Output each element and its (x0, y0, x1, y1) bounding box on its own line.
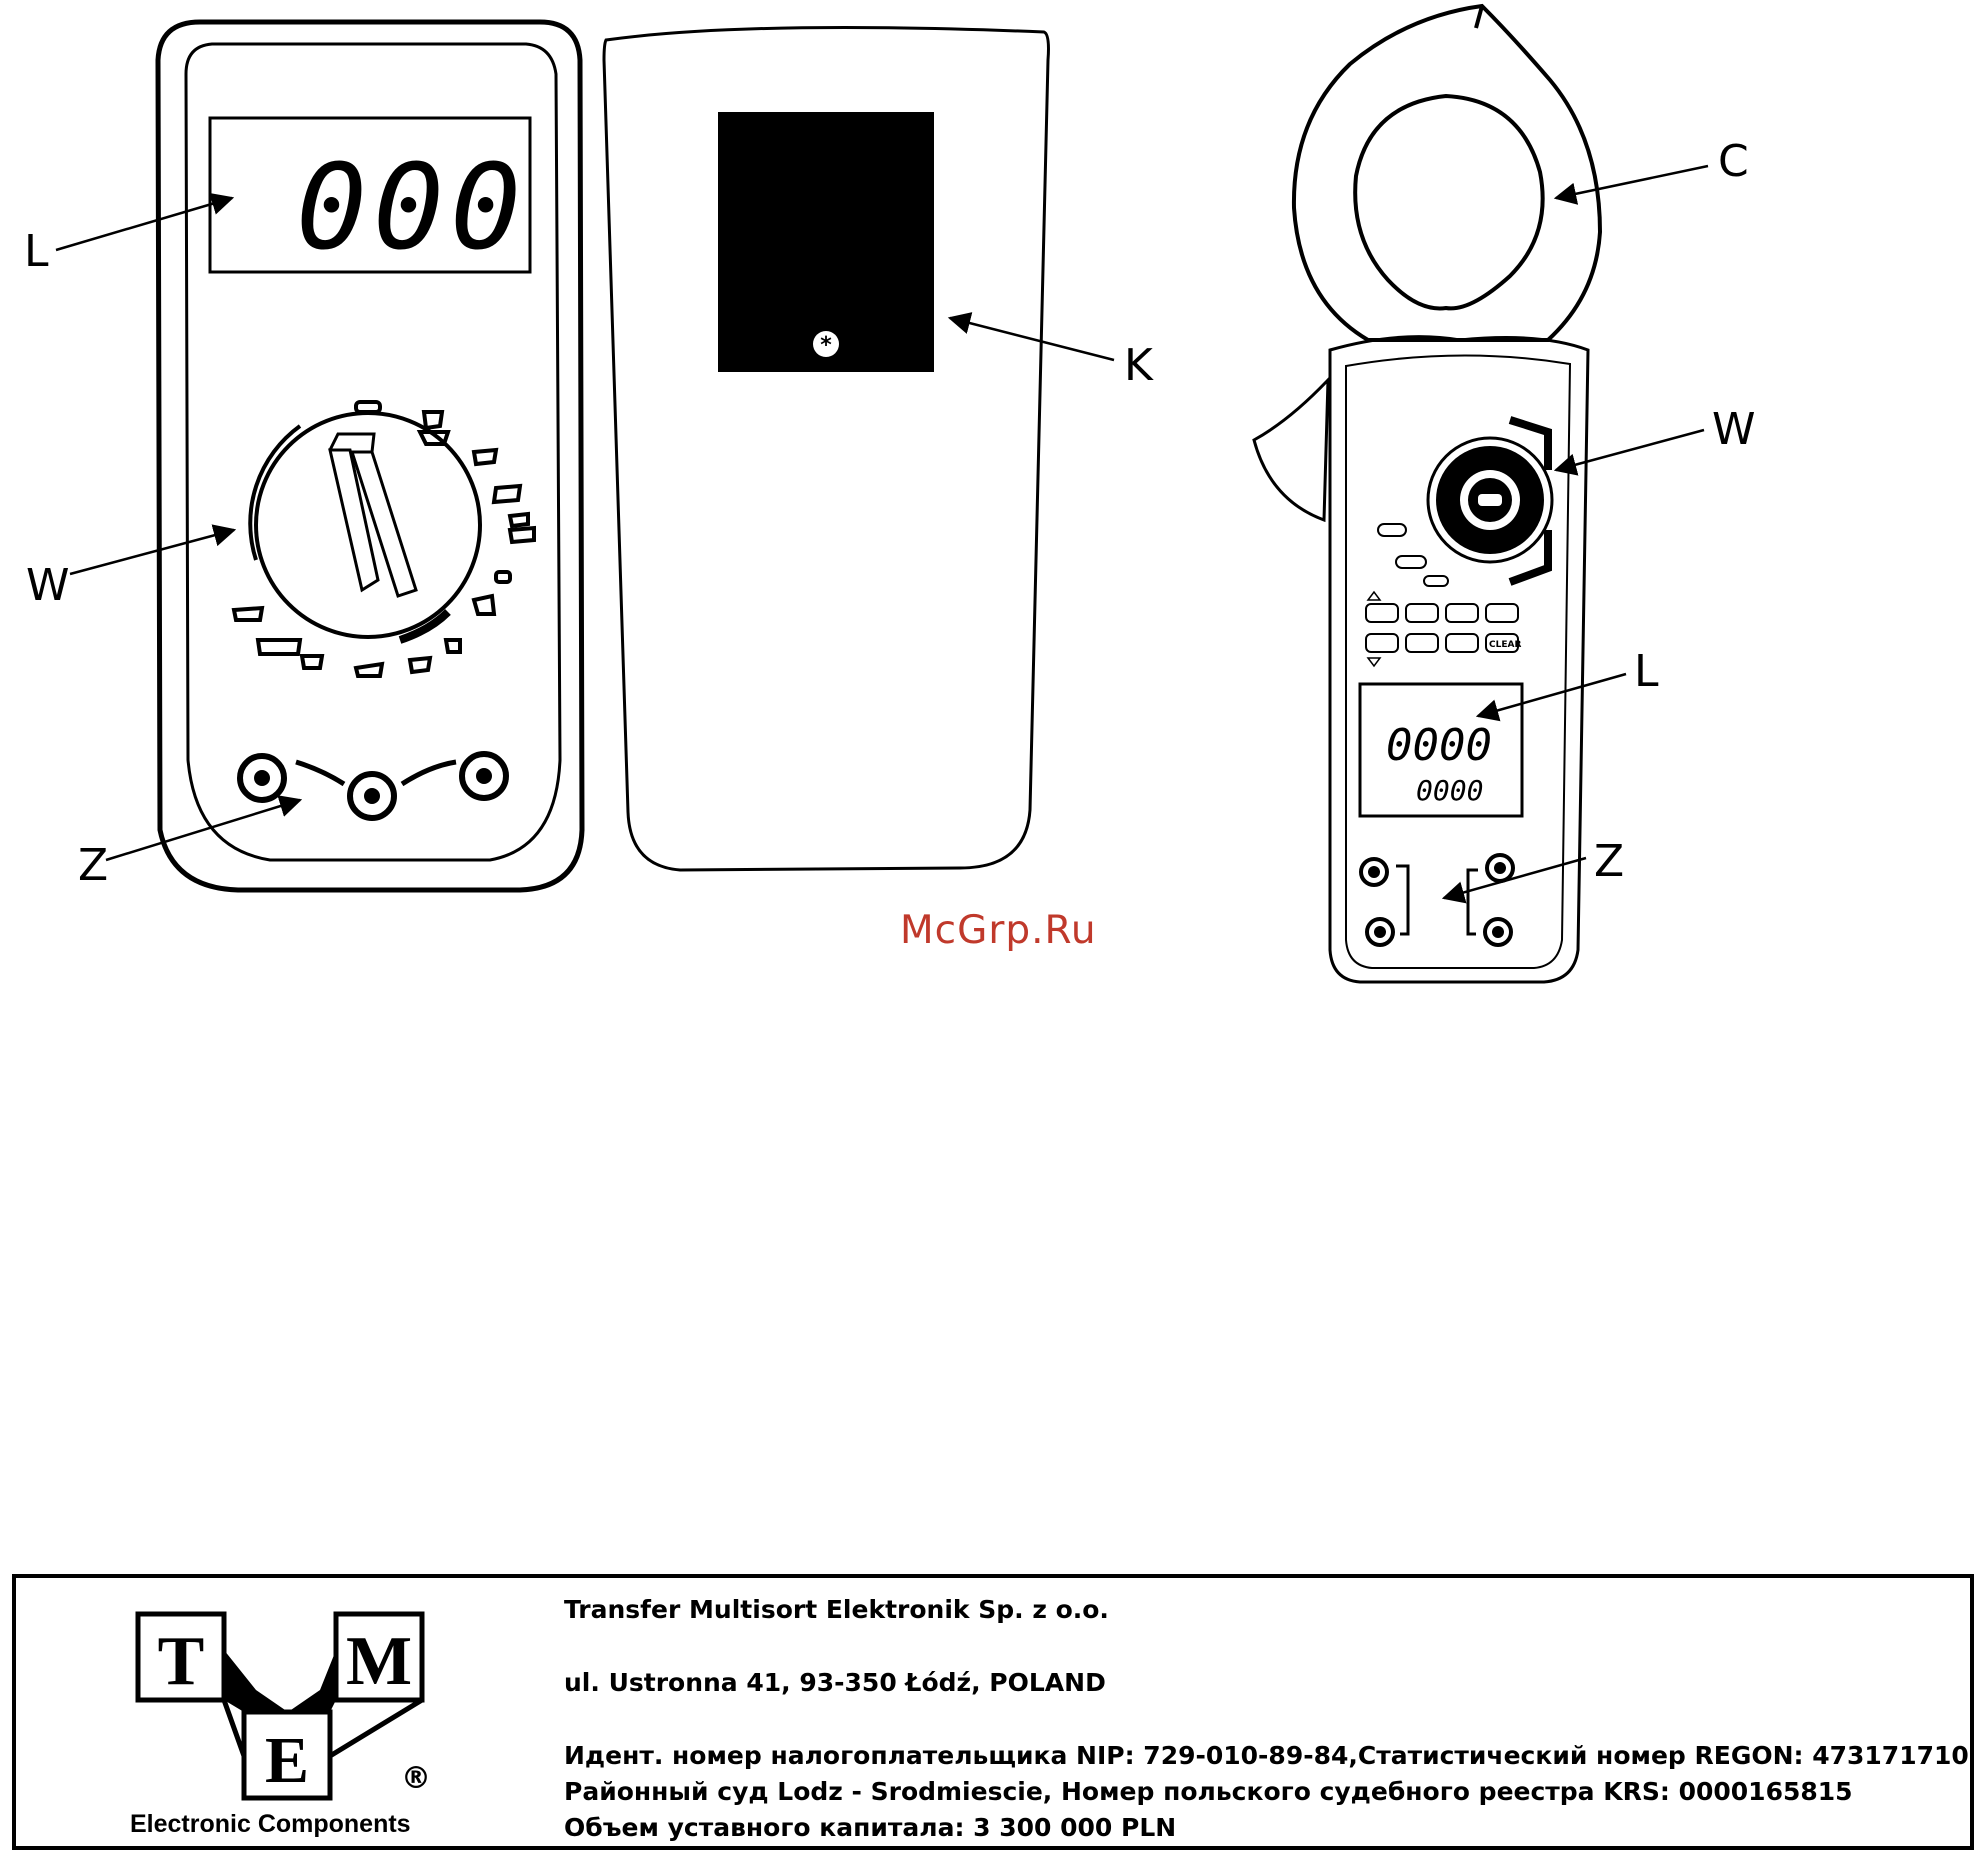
callout-back-cover: K (1124, 340, 1154, 391)
clamp-button-row-2[interactable] (1365, 633, 1519, 653)
multimeter-back: * (602, 26, 1050, 872)
clamp-lcd-sub: 0000 (1416, 774, 1483, 807)
callout-meter-sockets: Z (78, 840, 108, 891)
battery-cover (718, 112, 934, 372)
clamp-button-row-1[interactable] (1365, 603, 1519, 623)
meter-input-sockets[interactable] (237, 751, 509, 821)
clamp-input-sockets[interactable] (1359, 853, 1515, 947)
callout-clamp-switch: W (1712, 404, 1756, 455)
svg-text:E: E (265, 1724, 309, 1797)
svg-text:*: * (820, 333, 832, 358)
callout-meter-switch: W (26, 560, 70, 611)
company-court-registry: Районный суд Lodz - Srodmiescie, Номер п… (564, 1777, 1853, 1806)
company-share-capital: Объем уставного капитала: 3 300 000 PLN (564, 1813, 1177, 1842)
clamp-rotary-knob[interactable] (1426, 436, 1554, 564)
clamp-lcd-main: 0000 (1386, 720, 1492, 771)
device-illustrations: 000 (24, 3, 1756, 984)
callout-clamp-display: L (1634, 646, 1659, 697)
logo-caption: Electronic Components (130, 1810, 411, 1838)
cover-screw (813, 331, 839, 357)
company-tax-ids: Идент. номер налогоплательщика NIP: 729-… (564, 1741, 1969, 1770)
clamp-meter: CLEAR 0000 0000 (1252, 3, 1603, 984)
company-info: Transfer Multisort Elektronik Sp. z o.o.… (564, 1592, 1969, 1846)
meter-lcd-reading: 000 (296, 138, 527, 276)
watermark: McGrp.Ru (900, 908, 1097, 953)
callout-clamp-sockets: Z (1594, 836, 1624, 887)
callout-meter-display: L (24, 226, 49, 277)
footer-box: T M E ® Electronic Components Transfer M… (12, 1574, 1974, 1850)
svg-text:®: ® (401, 1761, 431, 1796)
callout-clamp-jaw: C (1718, 136, 1749, 187)
multimeter-front: 000 (155, 19, 585, 893)
company-name: Transfer Multisort Elektronik Sp. z o.o. (564, 1595, 1109, 1624)
meter-rotary-knob[interactable] (254, 411, 482, 639)
clamp-clear-button-label: CLEAR (1489, 640, 1521, 650)
clamp-lcd-window (1358, 682, 1524, 818)
company-address: ul. Ustronna 41, 93-350 Łódź, POLAND (564, 1668, 1106, 1697)
callout-arrows (55, 164, 1709, 904)
tme-logo: T M E ® (135, 1611, 431, 1801)
svg-text:M: M (346, 1623, 412, 1700)
svg-text:T: T (158, 1623, 205, 1700)
